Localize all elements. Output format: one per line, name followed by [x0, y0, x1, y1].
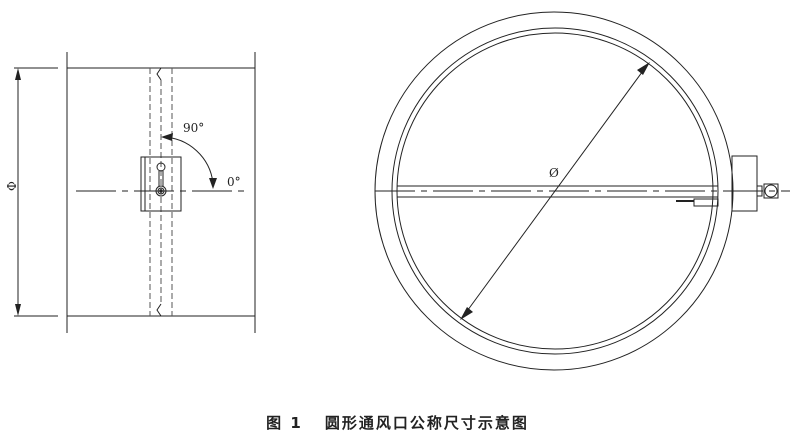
arc-arrow-end-icon — [209, 178, 217, 189]
front-diameter-line — [461, 63, 649, 319]
rotation-arc — [162, 136, 214, 184]
arrow-ne-icon — [637, 62, 650, 75]
angle-90-label: 90° — [183, 121, 204, 135]
figure-caption: 图 1 圆形通风口公称尺寸示意图 — [0, 412, 795, 433]
arc-arrow-start-icon — [161, 133, 173, 141]
pivot-icon — [155, 185, 167, 197]
arrow-down-icon — [15, 304, 21, 316]
front-view — [374, 11, 790, 371]
arrow-up-icon — [15, 68, 21, 80]
actuator-box — [731, 155, 758, 212]
arrow-sw-icon — [460, 307, 473, 320]
front-diameter-label: Ø — [549, 166, 559, 180]
figure-number: 图 1 — [266, 414, 303, 432]
knob-icon — [763, 183, 779, 199]
angle-0-label: 0° — [227, 175, 241, 189]
figure-title: 圆形通风口公称尺寸示意图 — [324, 414, 529, 432]
side-view — [14, 52, 256, 333]
handle-plate — [140, 156, 182, 212]
side-diameter-label: Φ — [5, 181, 19, 191]
